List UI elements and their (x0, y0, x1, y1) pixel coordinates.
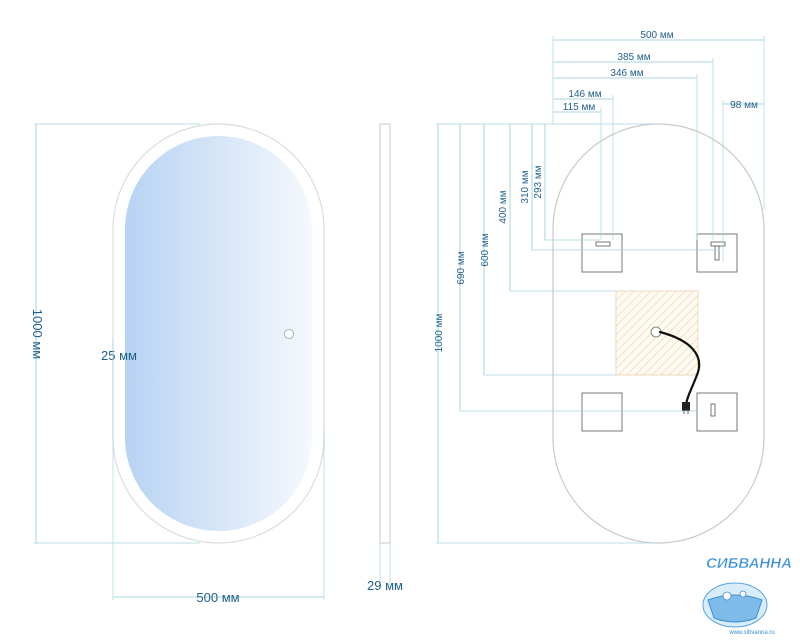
cable-plug-icon (682, 402, 690, 411)
dim-293-label: 293 мм (533, 165, 544, 198)
dim-690-label: 690 мм (456, 251, 467, 284)
brand-logo: СИБВАННА www.sibvanna.ru (702, 555, 792, 636)
mount-bracket-bottom-left (581, 392, 623, 432)
dim-115-label: 115 мм (563, 102, 596, 113)
dim-400-label: 400 мм (498, 190, 509, 223)
dim-385-label: 385 мм (617, 52, 650, 63)
back-view: 500 мм 385 мм 346 мм 146 мм 115 мм 98 мм… (434, 30, 765, 544)
dim-1000-label: 1000 мм (434, 313, 445, 352)
dim-98-label: 98 мм (730, 100, 758, 111)
dim-600-label: 600 мм (480, 233, 491, 266)
side-view: 29 мм (367, 123, 403, 593)
width-label: 500 мм (196, 590, 239, 605)
dim-146-label: 146 мм (568, 89, 601, 100)
mount-bracket-bottom-right (696, 392, 738, 432)
depth-label: 29 мм (367, 578, 403, 593)
front-view: 1000 мм 25 мм 500 мм (30, 123, 325, 605)
dim-500-label: 500 мм (640, 30, 673, 41)
frame-width-label: 25 мм (101, 348, 137, 363)
mount-bracket-top-right (696, 233, 738, 273)
touch-sensor-icon (284, 329, 294, 339)
logo-url: www.sibvanna.ru (728, 630, 774, 636)
power-cable (658, 330, 701, 406)
dim-310-label: 310 мм (520, 170, 531, 203)
mirror-glass (125, 136, 312, 531)
logo-name: СИБВАННА (706, 555, 792, 572)
height-label: 1000 мм (30, 309, 45, 359)
mirror-side-profile (379, 123, 391, 544)
dim-346-label: 346 мм (610, 68, 643, 79)
